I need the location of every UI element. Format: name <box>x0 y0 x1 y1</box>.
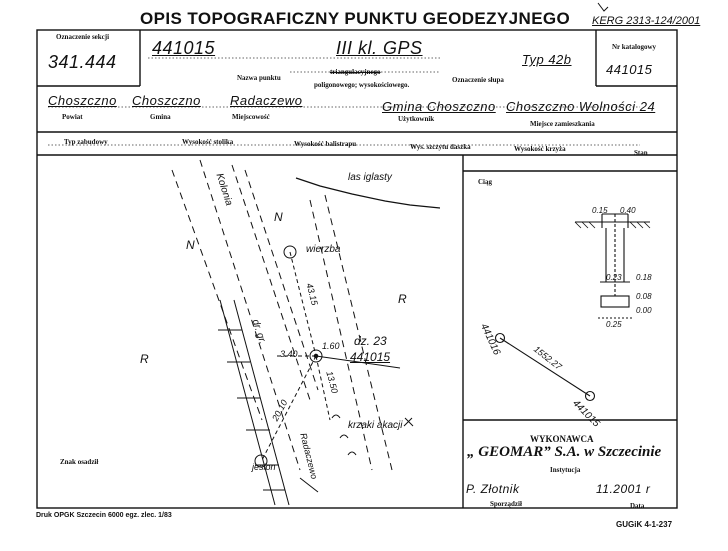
slup-label: Oznaczenie słupa <box>452 76 504 84</box>
szczyt-label: Wys. szczytu daszka <box>410 143 471 151</box>
measure-023: 0.23 <box>606 273 622 282</box>
uzytkownik-label: Użytkownik <box>398 115 435 123</box>
krzyz-label: Wysokość krzyża <box>514 145 566 153</box>
n-label-1: N <box>186 238 195 252</box>
kerg-number: KERG 2313-124/2001 <box>592 15 701 27</box>
form-title: OPIS TOPOGRAFICZNY PUNKTU GEODEZYJNEGO <box>140 9 571 28</box>
punkt-number: 441015 <box>152 38 216 58</box>
gmina-label: Gmina <box>150 113 171 121</box>
sporzadzil-label: Sporządził <box>490 500 522 508</box>
poligonowego-label: poligonowego; wysokościowego. <box>314 81 410 89</box>
data-value: 11.2001 r <box>596 482 651 496</box>
r-label-1: R <box>140 352 149 366</box>
zamieszkanie-value: Choszczno Wolności 24 <box>506 99 656 114</box>
data-label: Data <box>630 502 645 510</box>
jesion-label: jesion <box>252 462 276 472</box>
ciag-label: Ciąg <box>478 178 492 186</box>
measure-018: 0.18 <box>636 273 652 282</box>
klasa-value: III kl. GPS <box>336 38 423 58</box>
wykonawca-label: WYKONAWCA <box>530 434 594 444</box>
distance-160: 1.60 <box>322 341 340 351</box>
gmina-value: Choszczno <box>132 93 201 108</box>
dzialka-label: dz. 23 <box>354 334 387 348</box>
sekcja-label: Oznaczenie sekcji <box>56 33 110 41</box>
powiat-value: Choszczno <box>48 93 117 108</box>
point-number: 441015 <box>350 350 391 364</box>
nazwa-punktu-label: Nazwa punktu <box>237 74 281 82</box>
pomost-label: Wysokość balistrapu <box>294 140 357 148</box>
miejscowosc-label: Miejscowość <box>232 113 270 121</box>
znak-osadzil-label: Znak osadził <box>60 458 99 466</box>
krzaki-label: krzaki akacji <box>348 420 403 431</box>
sekcja-value: 341.444 <box>48 52 117 72</box>
r-label-2: R <box>398 292 407 306</box>
n-label-2: N <box>274 210 283 224</box>
distance-340: 3.40 <box>280 349 298 359</box>
instytucja-label: Instytucja <box>550 466 581 474</box>
measure-000: 0.00 <box>636 306 652 315</box>
katalog-value: 441015 <box>606 62 653 77</box>
sporzadzil-value: P. Złotnik <box>466 482 520 496</box>
gugik-code: GUGiK 4-1-237 <box>616 520 673 529</box>
typ-zabudowy-label: Typ zabudowy <box>64 138 108 146</box>
stan-label: Stan <box>634 149 648 157</box>
measure-040: 0.40 <box>620 206 636 215</box>
miejscowosc-value: Radaczewo <box>230 93 303 108</box>
typ-value: Typ 42b <box>522 52 572 67</box>
triangulacyjnego-label: triangulacyjnego <box>330 68 381 76</box>
outer-frame <box>36 29 678 509</box>
wierzba-label: wierzba <box>306 244 341 255</box>
wykonawca-name: „ GEOMAR” S.A. w Szczecinie <box>467 444 662 460</box>
zamieszkanie-label: Miejsce zamieszkania <box>530 120 595 128</box>
measure-025: 0.25 <box>606 320 622 329</box>
las-label: las iglasty <box>348 172 392 183</box>
print-note: Druk OPGK Szczecin 6000 egz. zlec. 1/83 <box>36 512 172 519</box>
measure-015: 0.15 <box>592 206 608 215</box>
katalog-label: Nr katalogowy <box>612 43 657 51</box>
stolik-label: Wysokość stolika <box>182 138 234 146</box>
powiat-label: Powiat <box>62 113 83 121</box>
uzytkownik-value: Gmina Choszczno <box>382 99 496 114</box>
measure-008: 0.08 <box>636 292 652 301</box>
